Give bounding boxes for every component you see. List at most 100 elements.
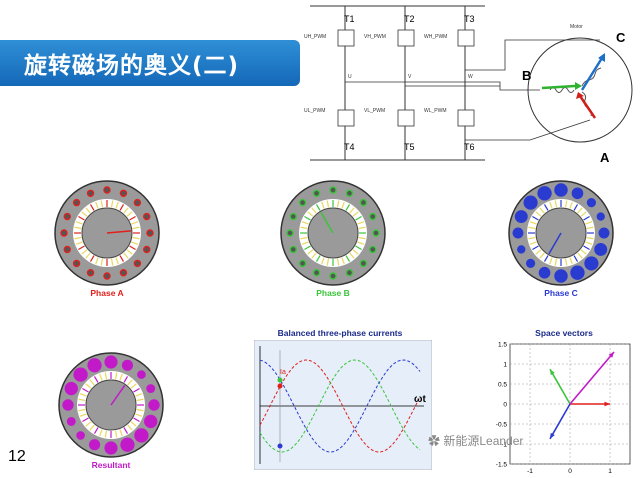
flux-tick [81, 211, 88, 217]
flux-tick [532, 245, 539, 251]
field-vector [320, 211, 334, 234]
flux-tick [74, 226, 82, 230]
flux-tick [352, 211, 359, 217]
winding-slot [554, 183, 568, 197]
flux-tick [82, 387, 89, 393]
winding-slot [286, 229, 294, 237]
flux-tick [89, 379, 95, 386]
flux-tick [123, 376, 129, 383]
phase-c-label: Phase C [544, 288, 578, 298]
svg-text:V: V [408, 74, 412, 80]
flux-tick [89, 204, 95, 211]
flux-tick [543, 255, 549, 262]
watermark: ✿ 新能源Leander [428, 434, 524, 448]
winding-slot [329, 186, 337, 194]
svg-text:WL_PWM: WL_PWM [424, 108, 447, 114]
flux-tick [355, 215, 362, 221]
flux-tick [85, 383, 92, 389]
winding-slot [119, 269, 128, 277]
flux-tick [93, 427, 99, 434]
winding-slot [571, 187, 584, 200]
flux-tick [136, 408, 144, 412]
winding-slot [137, 370, 146, 379]
y-tick-label: 0 [503, 402, 507, 409]
flux-tick [341, 257, 345, 265]
winding-slot [359, 198, 368, 207]
flux-tick [78, 398, 86, 402]
wechat-icon: ✿ [428, 434, 444, 448]
winding-slot [584, 256, 599, 271]
flux-tick [119, 373, 123, 381]
flux-tick [577, 252, 583, 259]
winding-slot [359, 259, 368, 268]
winding-slot [525, 258, 536, 269]
phase-c-ring [508, 180, 614, 286]
ia-point [277, 383, 283, 389]
flux-tick [315, 255, 321, 262]
y-tick-label: 0.5 [498, 382, 507, 389]
flux-tick [127, 424, 133, 431]
flux-tick [115, 201, 119, 209]
flux-tick [583, 215, 590, 221]
flux-tick [129, 215, 136, 221]
flux-tick [130, 383, 137, 389]
flux-tick [583, 245, 590, 251]
svg-text:W: W [468, 74, 473, 80]
flux-tick [549, 257, 553, 265]
winding-slot [63, 245, 71, 254]
flux-tick [529, 241, 537, 245]
flux-tick [539, 252, 545, 259]
flux-tick [301, 221, 309, 225]
switch-t3: T3 [464, 14, 475, 24]
switch-t1: T1 [344, 14, 355, 24]
resultant-ring [58, 352, 164, 458]
flux-tick [577, 207, 583, 214]
flux-tick [357, 241, 365, 245]
slide-title: 旋转磁场的奥义(二) [24, 53, 240, 79]
winding-slot [134, 428, 149, 443]
winding-slot [523, 195, 538, 210]
vector-arrowhead [550, 369, 555, 376]
flux-tick [131, 241, 139, 245]
y-tick-label: -1.5 [496, 462, 508, 469]
flux-tick [569, 257, 573, 265]
flux-tick [93, 376, 99, 383]
y-tick-label: 1.5 [498, 342, 507, 349]
flux-tick [79, 413, 87, 417]
flux-tick [554, 200, 558, 208]
winding-slot [104, 441, 118, 455]
x-tick-label: 1 [608, 468, 612, 475]
svg-text:VL_PWM: VL_PWM [364, 108, 385, 114]
flux-tick [132, 236, 140, 240]
flux-tick [79, 393, 87, 397]
y-tick-label: -0.5 [496, 422, 508, 429]
switch-t6: T6 [464, 142, 475, 152]
flux-tick [85, 252, 91, 259]
flux-tick [586, 236, 594, 240]
flux-tick [110, 258, 114, 266]
flux-tick [341, 201, 345, 209]
vector-arrowhead [604, 401, 610, 407]
flux-tick [78, 245, 85, 251]
flux-tick [114, 372, 118, 380]
flux-tick [529, 221, 537, 225]
phase-b-ring [280, 180, 386, 286]
page-number: 12 [8, 448, 26, 465]
winding-slot [369, 212, 377, 221]
flux-tick [131, 221, 139, 225]
flux-tick [85, 421, 92, 427]
phase-a-ring [54, 180, 160, 286]
flux-tick [304, 215, 311, 221]
flux-tick [123, 207, 129, 214]
phase-current-curve [259, 359, 421, 453]
flux-tick [564, 200, 568, 208]
winding-slot [62, 399, 74, 411]
winding-slot [554, 269, 568, 283]
flux-tick [321, 257, 325, 265]
flux-tick [100, 258, 104, 266]
y-tick-label: 1 [503, 362, 507, 369]
flux-tick [82, 417, 89, 423]
flux-tick [104, 372, 108, 380]
winding-slot [570, 265, 585, 280]
svg-text:UL_PWM: UL_PWM [304, 108, 325, 114]
